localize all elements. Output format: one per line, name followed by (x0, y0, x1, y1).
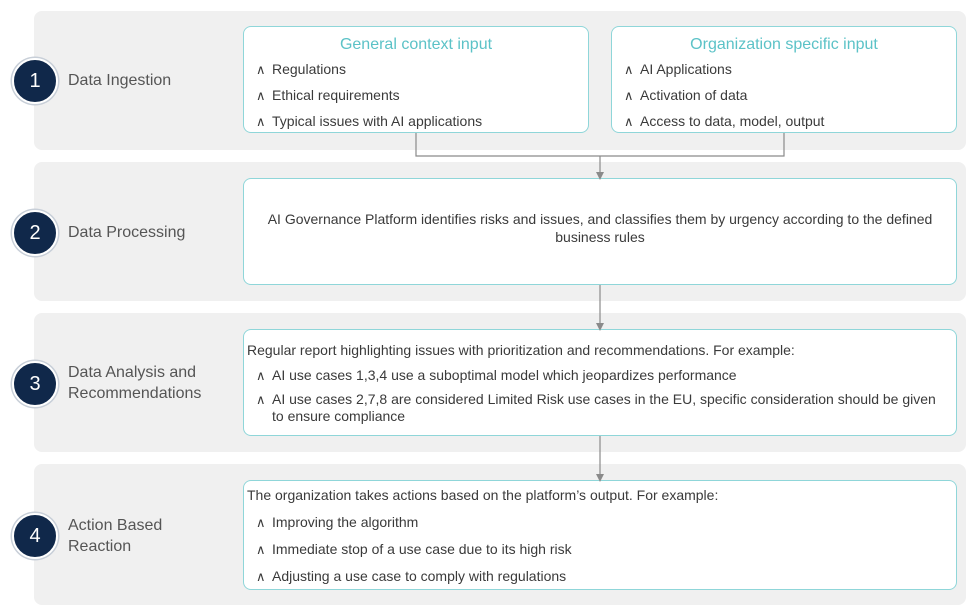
organization-specific-input-box: Organization specific input ∧AI Applicat… (611, 26, 957, 133)
stage-1-number-badge: 1 (12, 58, 58, 104)
data-analysis-intro: Regular report highlighting issues with … (247, 342, 795, 358)
caret-bullet-icon: ∧ (624, 62, 634, 77)
general-context-input-box: General context input ∧Regulations ∧Ethi… (243, 26, 589, 133)
caret-bullet-icon: ∧ (624, 114, 634, 129)
organization-specific-input-title: Organization specific input (690, 36, 878, 53)
caret-bullet-icon: ∧ (256, 62, 266, 77)
caret-bullet-icon: ∧ (256, 542, 266, 557)
list-item: ∧Access to data, model, output (624, 113, 825, 129)
stage-3-number: 3 (29, 372, 41, 395)
stage-2-number-badge: 2 (12, 210, 58, 256)
stage-3-number-badge: 3 (12, 361, 58, 407)
action-reaction-intro: The organization takes actions based on … (247, 487, 719, 503)
merge-connector (415, 133, 785, 157)
list-item: ∧AI use cases 1,3,4 use a suboptimal mod… (256, 367, 737, 383)
caret-bullet-icon: ∧ (256, 368, 266, 383)
list-item: ∧Activation of data (624, 87, 748, 103)
caret-bullet-icon: ∧ (624, 88, 634, 103)
caret-bullet-icon: ∧ (256, 114, 266, 129)
caret-bullet-icon: ∧ (256, 569, 266, 584)
caret-bullet-icon: ∧ (256, 392, 266, 407)
stage-1-label: Data Ingestion (68, 72, 172, 89)
caret-bullet-icon: ∧ (256, 515, 266, 530)
stage-3-label: Data Analysis and Recommendations (68, 364, 202, 402)
list-item: ∧Regulations (256, 61, 346, 77)
list-item: ∧Immediate stop of a use case due to its… (256, 541, 572, 557)
data-analysis-box: Regular report highlighting issues with … (243, 329, 957, 436)
list-item: ∧Improving the algorithm (256, 514, 419, 530)
stage-4-number: 4 (29, 524, 41, 547)
list-item: ∧AI Applications (624, 61, 732, 77)
general-context-input-title: General context input (339, 36, 493, 53)
stage-2-number: 2 (29, 221, 41, 244)
action-based-reaction-box: The organization takes actions based on … (243, 480, 957, 590)
data-processing-box: AI Governance Platform identifies risks … (243, 178, 957, 285)
data-processing-text: AI Governance Platform identifies risks … (267, 210, 933, 245)
list-item: ∧Ethical requirements (256, 87, 400, 103)
list-item: ∧Adjusting a use case to comply with reg… (256, 568, 567, 584)
caret-bullet-icon: ∧ (256, 88, 266, 103)
stage-1-number: 1 (29, 69, 41, 92)
list-item: ∧AI use cases 2,7,8 are considered Limit… (256, 391, 936, 424)
stage-2-label: Data Processing (68, 224, 186, 241)
list-item: ∧Typical issues with AI applications (256, 113, 483, 129)
stage-4-number-badge: 4 (12, 513, 58, 559)
stage-4-label: Action Based Reaction (68, 517, 163, 555)
